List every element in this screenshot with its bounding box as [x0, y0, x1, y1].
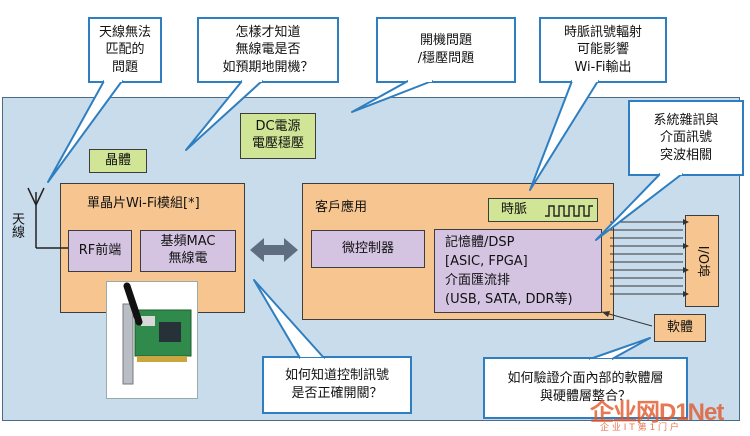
tail-mask-antenna [104, 77, 122, 82]
io-arrowheads-icon [683, 219, 689, 297]
wifi-card-illustration [122, 282, 192, 385]
callout-tail-power-issue [351, 80, 433, 113]
crystal-chip: 晶體 [89, 149, 147, 173]
watermark-logo: 企业网D1Net [590, 399, 724, 426]
bidirectional-arrow-icon [250, 238, 298, 262]
memory-label-4: (USB, SATA, DDR等) [445, 292, 573, 307]
tail-mask-control [300, 358, 324, 363]
dc-power-chip: DC電源 電壓穩壓 [240, 113, 316, 159]
memory-label-3: 介面匯流排 [445, 273, 511, 288]
memory-dsp-chip: 記憶體/DSP [ASIC, FPGA] 介面匯流排 (USB, SATA, D… [434, 229, 602, 313]
tail-mask-software [590, 359, 612, 364]
clock-label: 時脈 [501, 202, 528, 217]
callout-antenna-match: 天線無法 匹配的 問題 [88, 17, 162, 83]
clock-waveform-icon [545, 205, 593, 217]
dc-power-label-1: DC電源 [255, 119, 301, 135]
io-port-box: I/O埠 [685, 215, 719, 307]
antenna-label: 天線 [9, 212, 24, 238]
callout-tail-software [589, 337, 651, 360]
callout-power-issue: 開機問題 /穩壓問題 [376, 17, 516, 83]
clock-chip: 時脈 [488, 198, 598, 222]
dc-power-label-2: 電壓穩壓 [251, 136, 304, 151]
io-signal-lines [610, 221, 683, 295]
tail-mask-clock [572, 77, 598, 82]
memory-label-1: 記憶體/DSP [445, 235, 515, 250]
software-label: 軟體 [666, 319, 693, 335]
antenna-icon [27, 187, 68, 249]
callout-control-signal: 如何知道控制訊號 是否正確開關？ [262, 356, 412, 414]
callout-power-on: 怎樣才知道 無線電是否 如預期地開機？ [197, 17, 339, 83]
mcu-label: 微控制器 [341, 240, 394, 256]
wifi-module-title: 單晶片Wi-Fi模組[*] [87, 196, 200, 211]
callout-noise-burst: 系統雜訊與 介面訊號 突波相關 [628, 100, 744, 176]
wifi-card-image [106, 281, 198, 399]
callout-tail-power-on [185, 80, 263, 151]
software-box: 軟體 [654, 314, 706, 342]
rf-frontend-label: RF前端 [78, 242, 122, 258]
tail-mask-noise [660, 170, 682, 175]
software-pointer [601, 311, 653, 327]
crystal-label: 晶體 [104, 152, 131, 168]
callout-clock-radiation: 時脈訊號輻射 可能影響 Wi-Fi輸出 [539, 17, 667, 83]
callout-tail-clock [529, 80, 599, 191]
tail-mask-power-on [242, 77, 262, 82]
customer-app-title: 客戶應用 [315, 200, 368, 215]
mcu-chip: 微控制器 [311, 230, 425, 268]
callout-tail-control [253, 279, 325, 359]
baseband-label-1: 基頻MAC [160, 234, 216, 250]
watermark-tagline: 企 业 I T 第 1 门 户 [600, 423, 679, 433]
memory-label-2: [ASIC, FPGA] [445, 254, 528, 269]
callout-tail-antenna [47, 80, 123, 183]
callout-software-verify: 如何驗證介面內部的軟體層 與硬體層整合？ [483, 357, 688, 419]
baseband-chip: 基頻MAC 無線電 [140, 230, 236, 272]
tail-mask-power-issue [408, 77, 432, 82]
baseband-label-2: 無線電 [168, 251, 208, 266]
rf-frontend-chip: RF前端 [68, 230, 132, 272]
